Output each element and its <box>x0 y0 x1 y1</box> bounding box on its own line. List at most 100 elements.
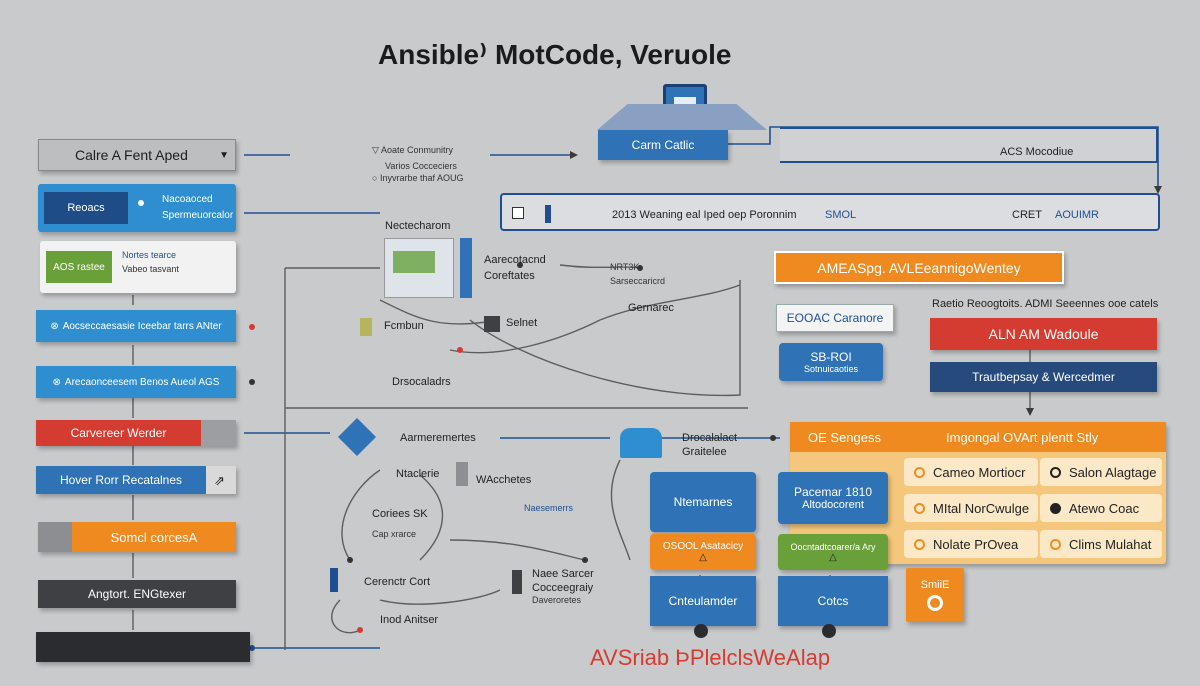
device-icon <box>484 316 500 332</box>
option-label: MItal NorCwulge <box>933 500 1030 516</box>
pin-icon <box>545 205 551 223</box>
node-d: Fcmbun <box>384 320 424 332</box>
card-b-line1: Pacemar 1810 <box>793 485 873 499</box>
note-line: ▽ Aoate Conmunitry <box>372 145 453 155</box>
connector-dot <box>770 435 776 441</box>
card-a[interactable]: Ntemarnes <box>650 472 756 532</box>
header-roof <box>597 104 767 130</box>
left-item-5[interactable]: ⊗Arecaonceesem Benos Aueol AGS <box>36 366 236 398</box>
pin-icon <box>330 568 338 592</box>
left-item-8[interactable]: Somcl corcesA <box>38 522 236 552</box>
left-item-3-line2: Vabeo tasvant <box>122 264 179 274</box>
right-box-center-line2: Sotnuicaoties <box>803 364 859 374</box>
left-item-9[interactable]: Angtort. ENGtexer <box>38 580 236 608</box>
connector-line <box>331 599 361 634</box>
node-a-line1: Aarecotacnd <box>484 254 546 266</box>
small-orange-card[interactable]: SmiiE <box>906 568 964 622</box>
option-1[interactable]: Cameo Mortiocr <box>904 458 1038 486</box>
connector-dot <box>347 557 353 563</box>
device-icon <box>360 318 372 336</box>
connector-dot <box>249 379 255 385</box>
card-c[interactable]: OSOOL Asatacicy △ <box>650 534 756 570</box>
header-button[interactable]: Carm Catlic <box>598 130 728 160</box>
note-line: Varios Cocceciers <box>385 161 457 171</box>
connector-dot <box>457 347 463 353</box>
navy-button[interactable]: Trautbepsay & Wercedmer <box>930 362 1157 392</box>
card-b-line2: Altodocorent <box>802 499 864 511</box>
note-line: ○ Inyvrarbe thaf AOUG <box>372 173 464 183</box>
upload-icon: ⇗ <box>214 473 225 488</box>
connector-line <box>419 474 444 561</box>
orange-banner[interactable]: AMEASpg. AVLEeannigoWentey <box>774 251 1064 284</box>
connector-line <box>379 299 501 325</box>
node-e: Selnet <box>506 317 538 329</box>
option-4[interactable]: Salon Alagtage <box>1040 458 1162 486</box>
search-bar[interactable]: 2013 Weaning eal Iped oep Poronnim SMOL … <box>500 193 1160 231</box>
left-item-10[interactable] <box>36 632 250 662</box>
link-icon: ⊗ <box>50 320 59 332</box>
link-icon: ⊗ <box>52 376 61 388</box>
card-b[interactable]: Pacemar 1810 Altodocorent <box>778 472 888 524</box>
node-j-line1: Drocalalact <box>682 432 738 444</box>
badge-icon <box>927 595 943 611</box>
option-5[interactable]: Atewo Coac <box>1040 494 1162 522</box>
connector-line <box>610 459 631 561</box>
radio-icon <box>914 466 925 478</box>
location-pin-icon <box>694 624 708 638</box>
warning-icon: △ <box>829 551 837 563</box>
radio-icon <box>914 538 925 550</box>
left-item-2-line1: Nacoaoced <box>162 194 213 205</box>
option-2[interactable]: MItal NorCwulge <box>904 494 1038 522</box>
right-box-left[interactable]: EOOAC Caranore <box>776 304 894 332</box>
card-d[interactable]: Oocntadtcoarer/a Ary △ <box>778 534 888 570</box>
option-3[interactable]: Nolate PrOvea <box>904 530 1038 558</box>
connector-line <box>379 589 501 605</box>
left-item-label: Aocseccaesasie Iceebar tarrs ANter <box>62 320 222 332</box>
node-m-line2: Cocceegraiy <box>532 582 594 594</box>
right-box-center[interactable]: SB-ROI Sotnuicaoties <box>779 343 883 381</box>
red-module-button[interactable]: ALN AM Wadoule <box>930 318 1157 350</box>
warning-icon: △ <box>699 552 707 563</box>
left-item-3[interactable]: AOS rastee Nortes tearce Vabeo tasvant <box>40 241 236 293</box>
node-b-line2: Sarseccaricrd <box>610 276 666 286</box>
card-c-label: OSOOL Asatacicy <box>662 541 744 552</box>
card-e[interactable]: Cnteulamder <box>650 576 756 626</box>
node-m-line1: Naee Sarcer <box>532 568 594 580</box>
option-label: Clims Mulahat <box>1069 536 1152 552</box>
node-n: Inod Anitser <box>380 614 439 626</box>
left-item-1[interactable]: Calre A Fent Aped ▼ <box>38 139 236 171</box>
left-item-4[interactable]: ⊗Aocseccaesasie Iceebar tarrs ANter <box>36 310 236 342</box>
node-g: Aarmeremertes <box>400 432 476 444</box>
monitor-icon <box>384 238 454 298</box>
search-bar-link[interactable]: AOUIMR <box>1055 209 1099 221</box>
footer-title: AVSriab ÞPlelclsWeAlap <box>590 645 831 670</box>
node-j-line2: Graitelee <box>682 446 727 458</box>
left-item-2-badge: Reoacs <box>44 192 128 224</box>
left-item-7[interactable]: Hover Rorr Recatalnes ⇗ <box>36 466 236 494</box>
chevron-down-icon: ▼ <box>219 149 229 161</box>
node-i: WAcchetes <box>476 474 532 486</box>
connector-line <box>449 539 586 561</box>
dot-icon <box>138 200 144 206</box>
option-label: Atewo Coac <box>1069 500 1140 516</box>
left-item-label: Carvereer Werder <box>36 420 201 446</box>
arrow-icon <box>570 151 578 159</box>
left-item-label: Calre A Fent Aped <box>75 147 188 163</box>
left-item-2[interactable]: Reoacs Nacoaoced Spermeuorcalor <box>38 184 236 232</box>
panel-left-label: OE Sengess <box>808 430 881 445</box>
info-icon: ▽ <box>372 145 381 155</box>
info-icon: ○ <box>372 173 380 183</box>
option-6[interactable]: Clims Mulahat <box>1040 530 1162 558</box>
right-header-frame <box>780 127 1158 163</box>
node-k-line2: Cap xrarce <box>372 529 417 539</box>
node-m-line3: Daveroretes <box>532 595 582 605</box>
left-item-label: Angtort. ENGtexer <box>87 587 187 601</box>
diagram-title: Ansible⁾ MotCode, Veruole <box>378 39 732 70</box>
arrow-icon <box>1154 186 1162 194</box>
connector-dot <box>637 265 643 271</box>
card-f[interactable]: Cotcs <box>778 576 888 626</box>
node-k-line1: Coriees SK <box>372 508 428 520</box>
left-item-6[interactable]: Carvereer Werder <box>36 420 236 446</box>
